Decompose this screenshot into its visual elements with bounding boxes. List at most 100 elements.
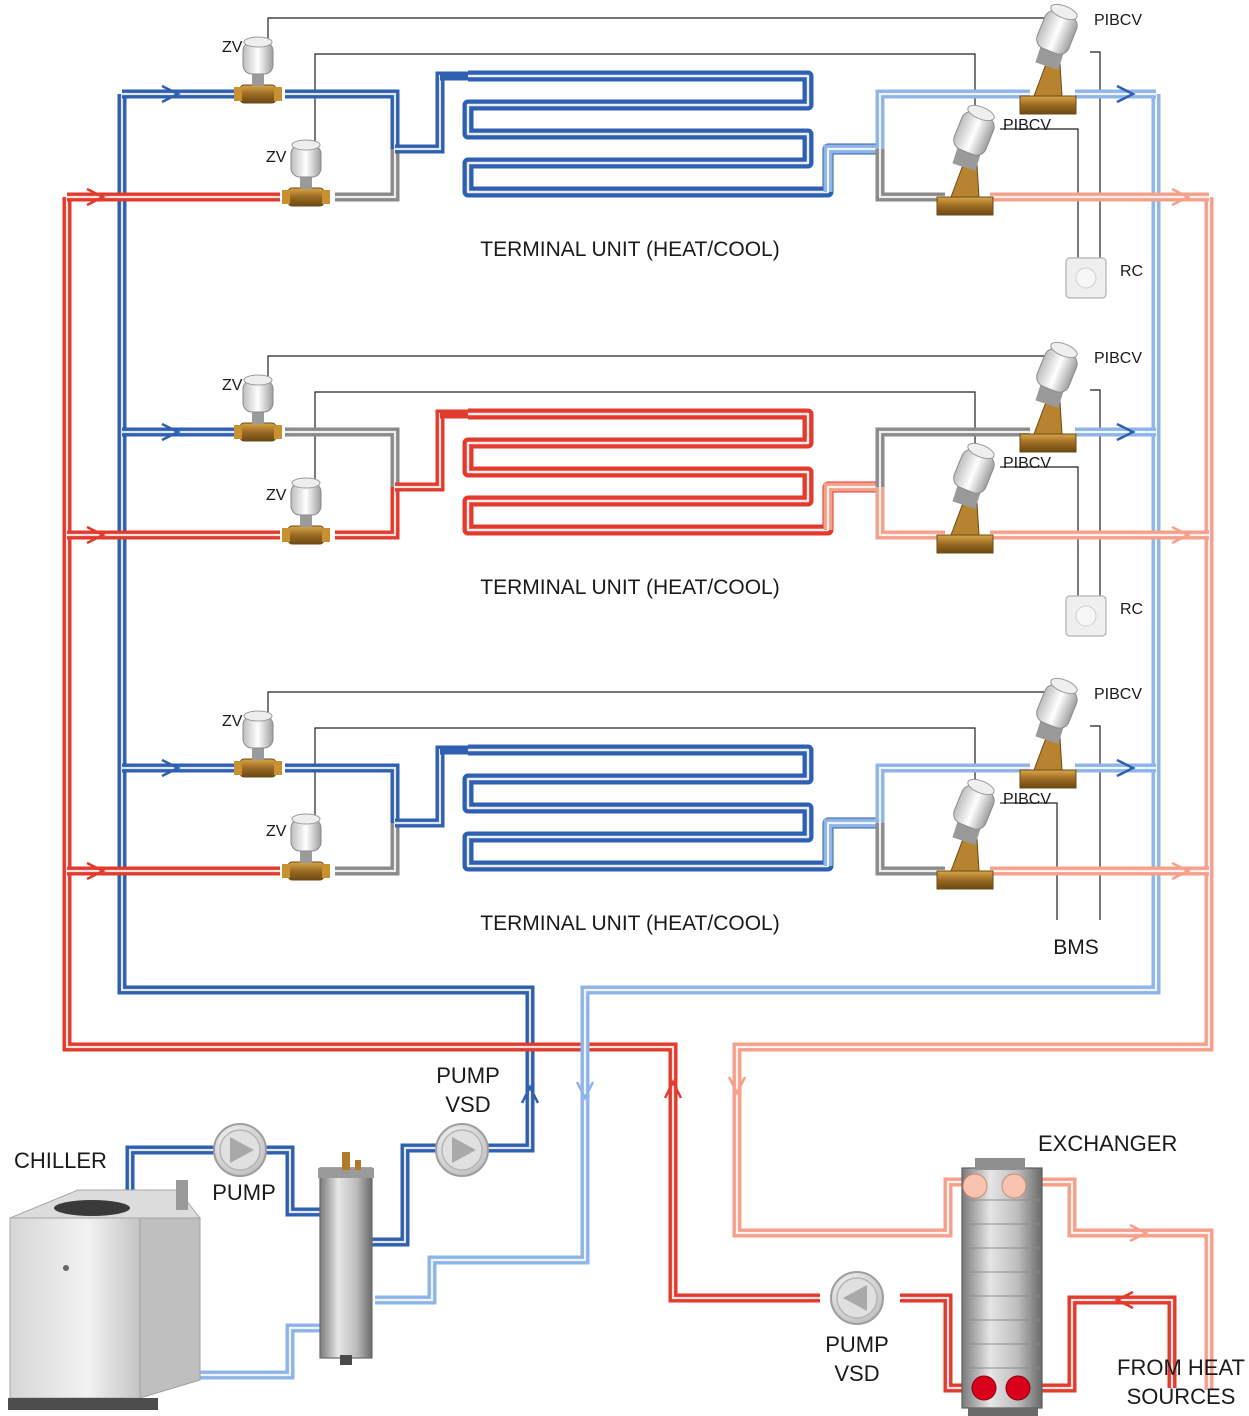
heat-pump-icon — [830, 1271, 884, 1325]
return-bottom-connection — [875, 149, 945, 202]
flow-arrow-icon — [86, 861, 106, 881]
zone-valve-hot — [282, 813, 330, 881]
coil-serpentine — [462, 408, 880, 536]
zv-label: ZV — [266, 149, 287, 166]
flow-arrow-icon — [161, 84, 181, 104]
terminal-unit-title: TERMINAL UNIT (HEAT/COOL) — [480, 238, 779, 261]
flow-arrow-icon — [1114, 1290, 1134, 1310]
flow-arrow-icon — [1171, 187, 1191, 207]
flow-arrow-icon — [575, 1081, 595, 1101]
pibcv-cold — [1019, 677, 1078, 789]
main-pipework — [62, 94, 1214, 1305]
flow-arrow-icon — [161, 422, 181, 442]
port-icon — [1001, 1173, 1027, 1199]
heat-source-return — [1030, 1177, 1214, 1390]
chiller-supply-pipe — [125, 1145, 320, 1217]
flow-arrow-icon — [1171, 861, 1191, 881]
flow-arrow-icon — [1116, 84, 1136, 104]
secondary-pump-label: PUMP — [436, 1063, 500, 1088]
terminal-unit-title: TERMINAL UNIT (HEAT/COOL) — [480, 912, 779, 935]
flow-arrow-icon — [1171, 525, 1191, 545]
return-bottom-connection — [875, 823, 945, 876]
zv-outlet-top — [285, 763, 400, 823]
flow-arrow-icon — [161, 758, 181, 778]
rc-label: RC — [1120, 601, 1143, 618]
zv-label: ZV — [266, 487, 287, 504]
plate-heat-exchanger — [961, 1158, 1043, 1416]
labels: ZV ZV PIBCV PIBCV TERMINAL UNIT (HEAT/COOL) R… — [14, 12, 1245, 1409]
flow-arrow-icon — [520, 1084, 540, 1104]
zone-valve-hot — [282, 139, 330, 207]
flow-arrow-icon — [86, 525, 106, 545]
secondary-pump-icon — [435, 1123, 489, 1177]
flow-arrow-icon — [1116, 422, 1136, 442]
secondary-pump-vsd-label: VSD — [445, 1092, 490, 1117]
zv-label: ZV — [266, 823, 287, 840]
room-controller — [1065, 595, 1107, 637]
heat-source-supply — [1030, 1295, 1177, 1393]
zv-outlet-bottom — [335, 823, 400, 876]
return-top-connection — [875, 427, 1030, 487]
flow-arrow-icon — [86, 187, 106, 207]
coil-outlet — [823, 818, 880, 866]
terminal-unit-1 — [67, 3, 1209, 299]
return-top-connection — [875, 89, 1030, 149]
pibcv-hot — [936, 104, 995, 216]
coil-outlet — [823, 482, 880, 530]
pibcv-label: PIBCV — [1003, 791, 1051, 808]
exchanger-label: EXCHANGER — [1038, 1131, 1177, 1156]
rc-label: RC — [1120, 263, 1143, 280]
zone-valve-cold — [234, 36, 282, 104]
return-bottom-connection — [875, 487, 945, 540]
pibcv-cold — [1019, 341, 1078, 453]
zv-outlet-top — [285, 427, 400, 487]
terminal-unit-2 — [67, 341, 1209, 637]
pibcv-hot — [936, 778, 995, 890]
zv-label: ZV — [222, 39, 243, 56]
room-controller — [1065, 257, 1107, 299]
flow-arrow-icon — [663, 1079, 683, 1099]
zv-label: ZV — [222, 713, 243, 730]
zone-valve-cold — [234, 710, 282, 778]
heat-source-label-line2: SOURCES — [1127, 1384, 1236, 1409]
coil-outlet — [823, 144, 880, 192]
zv-label: ZV — [222, 377, 243, 394]
pibcv-label: PIBCV — [1094, 350, 1142, 367]
terminal-units — [67, 3, 1209, 920]
flow-arrow-icon — [1129, 1223, 1149, 1243]
chiller-unit — [8, 1180, 202, 1410]
coil-serpentine — [462, 70, 880, 198]
return-top-connection — [875, 763, 1030, 823]
pibcv-hot — [936, 442, 995, 554]
pibcv-label: PIBCV — [1003, 455, 1051, 472]
flow-arrow-icon — [1116, 758, 1136, 778]
zv-outlet-bottom — [335, 487, 400, 540]
heat-source-label: FROM HEAT — [1117, 1355, 1245, 1380]
terminal-unit-3 — [67, 677, 1209, 920]
coil-serpentine — [462, 744, 880, 872]
heat-pump-vsd-label: VSD — [834, 1361, 879, 1386]
bms-label: BMS — [1053, 936, 1099, 959]
pibcv-label: PIBCV — [1094, 12, 1142, 29]
zone-valve-hot — [282, 477, 330, 545]
zv-outlet-top — [285, 89, 400, 149]
hot-supply-main — [62, 197, 820, 1303]
pibcv-label: PIBCV — [1003, 117, 1051, 134]
hydraulic-separator — [318, 1152, 374, 1365]
port-icon — [1005, 1375, 1031, 1401]
primary-pump-label: PUMP — [212, 1180, 276, 1205]
plant-room — [8, 1076, 1214, 1416]
heat-pump-label: PUMP — [825, 1332, 889, 1357]
pibcv-cold — [1019, 3, 1078, 115]
port-icon — [971, 1375, 997, 1401]
cold-return-main — [375, 94, 1161, 1305]
hot-return-main — [732, 197, 1214, 1238]
cold-supply-main — [117, 94, 535, 1153]
chiller-label: CHILLER — [14, 1148, 107, 1173]
terminal-unit-title: TERMINAL UNIT (HEAT/COOL) — [480, 576, 779, 599]
zone-valve-cold — [234, 374, 282, 442]
primary-pump-icon — [213, 1123, 267, 1177]
pibcv-label: PIBCV — [1094, 686, 1142, 703]
zv-outlet-bottom — [335, 149, 400, 202]
